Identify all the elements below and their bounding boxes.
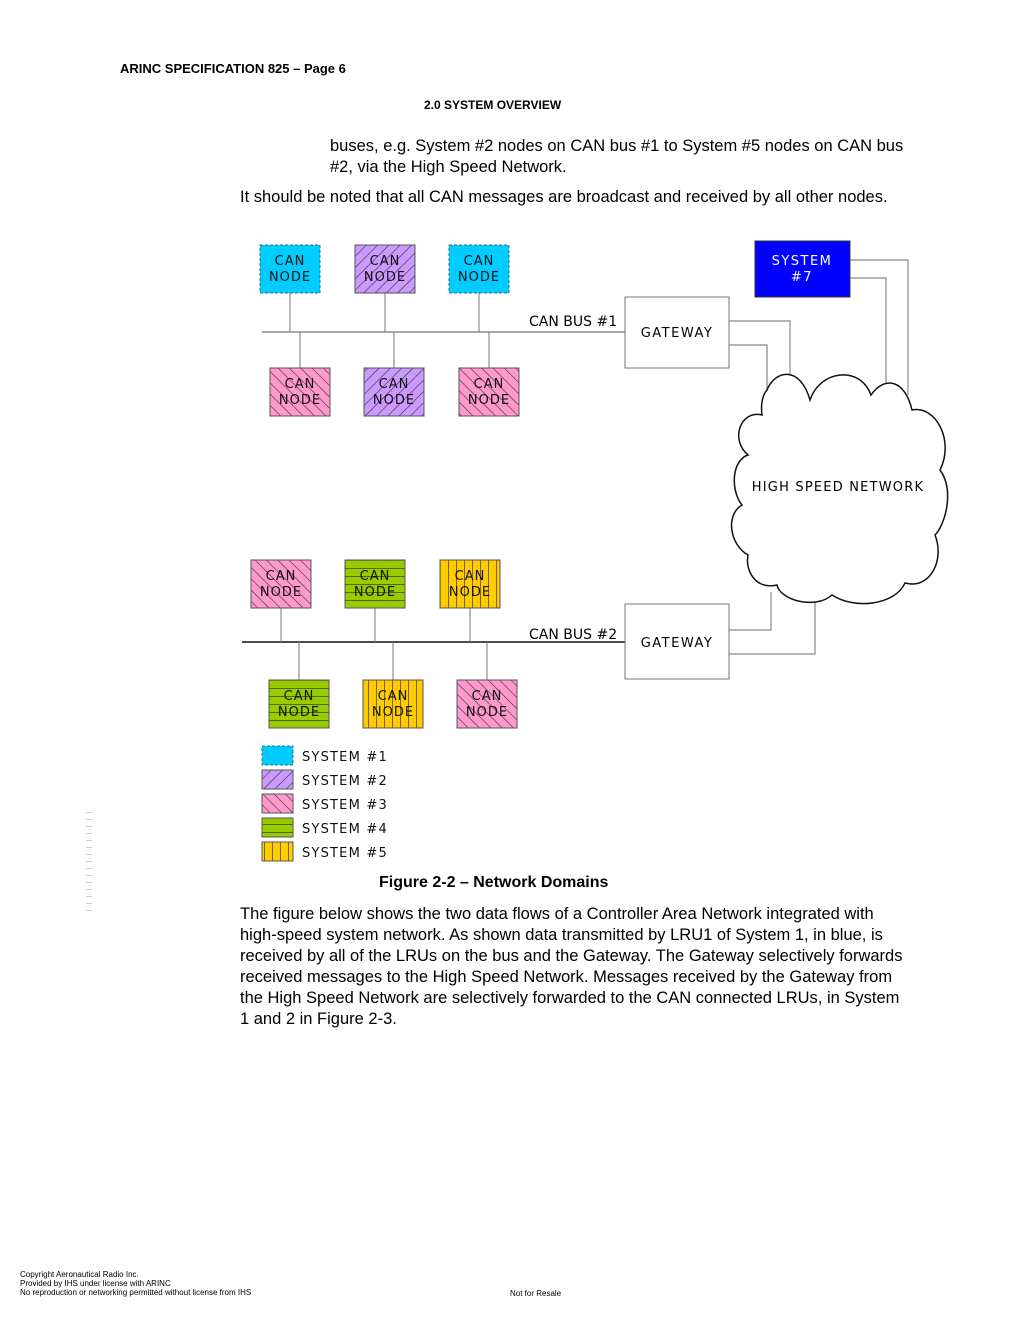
can-node-box [456,679,518,729]
can-node-box [362,679,424,729]
legend-label: SYSTEM #3 [302,798,388,813]
can-node-label-line1: CAN [464,254,495,269]
gateway-1-label: GATEWAY [641,326,714,341]
can-node-label-line1: CAN [455,569,486,584]
can-node-label-line1: CAN [360,569,391,584]
can-bus-2-label: CAN BUS #2 [529,627,617,643]
footer-not-for-resale: Not for Resale [510,1289,562,1298]
can-node-label-line2: NODE [364,270,406,285]
cloud-label: HIGH SPEED NETWORK [752,480,924,495]
can-node-box [363,367,425,417]
can-node-label-line2: NODE [466,705,508,720]
footer-line-3: No reproduction or networking permitted … [20,1288,252,1297]
legend-label: SYSTEM #1 [302,750,388,765]
legend-swatch [261,793,294,814]
margin-marks [86,812,92,912]
can-node-box [259,244,321,294]
can-node-label-line2: NODE [260,585,302,600]
can-node-label-line2: NODE [449,585,491,600]
network-domains-diagram: CANNODECANNODECANNODECANNODECANNODECANNO… [242,240,949,862]
can-node-label-line2: NODE [373,393,415,408]
legend-label: SYSTEM #4 [302,822,388,837]
can-node-box [458,367,520,417]
gateway-2-label: GATEWAY [641,636,714,651]
can-node-label-line1: CAN [285,377,316,392]
legend-item-system4: SYSTEM #4 [261,817,388,838]
can-node-box [344,559,406,609]
paragraph-after-figure: The figure below shows the two data flow… [240,905,903,1028]
can-node-label-line2: NODE [458,270,500,285]
can-node-label-line1: CAN [275,254,306,269]
paragraph-continued: buses, e.g. System #2 nodes on CAN bus #… [330,137,904,176]
legend-swatch [261,745,294,766]
system-7-label-line2: #7 [791,270,813,285]
legend-item-system5: SYSTEM #5 [261,841,388,862]
system-7-box [754,240,851,298]
can-node-label-line2: NODE [468,393,510,408]
legend-item-system1: SYSTEM #1 [261,745,388,766]
can-node-label-line1: CAN [474,377,505,392]
can-node-label-line2: NODE [269,270,311,285]
legend-item-system2: SYSTEM #2 [261,769,388,790]
can-node-label-line1: CAN [378,689,409,704]
can-bus-1-label: CAN BUS #1 [529,314,617,330]
figure-caption: Figure 2-2 – Network Domains [379,874,609,891]
section-title: 2.0 SYSTEM OVERVIEW [424,98,562,112]
system-7-label-line1: SYSTEM [772,254,833,269]
can-node-label-line2: NODE [372,705,414,720]
can-node-box [354,244,416,294]
can-node-label-line1: CAN [284,689,315,704]
network-links [729,259,909,655]
high-speed-network-cloud [730,373,949,605]
legend-item-system3: SYSTEM #3 [261,793,388,814]
gateway-1 [624,296,730,369]
can-node-box [268,679,330,729]
legend-label: SYSTEM #5 [302,846,388,861]
can-node-box [439,559,501,609]
can-node-label-line1: CAN [472,689,503,704]
can-node-box [269,367,331,417]
can-node-label-line1: CAN [370,254,401,269]
can-node-box [448,244,510,294]
gateway-2 [624,603,730,680]
footer-line-2: Provided by IHS under license with ARINC [20,1279,171,1288]
can-node-label-line2: NODE [354,585,396,600]
can-node-label-line2: NODE [279,393,321,408]
footer-copyright: Copyright Aeronautical Radio Inc. Provid… [20,1270,251,1297]
legend-label: SYSTEM #2 [302,774,388,789]
legend-swatch [261,841,294,862]
running-header: ARINC SPECIFICATION 825 – Page 6 [120,61,346,76]
can-node-box [250,559,312,609]
footer-line-1: Copyright Aeronautical Radio Inc. [20,1270,139,1279]
can-node-label-line1: CAN [379,377,410,392]
can-node-label-line1: CAN [266,569,297,584]
paragraph-note: It should be noted that all CAN messages… [240,188,888,206]
legend-swatch [261,769,294,790]
legend-swatch [261,817,294,838]
can-node-label-line2: NODE [278,705,320,720]
